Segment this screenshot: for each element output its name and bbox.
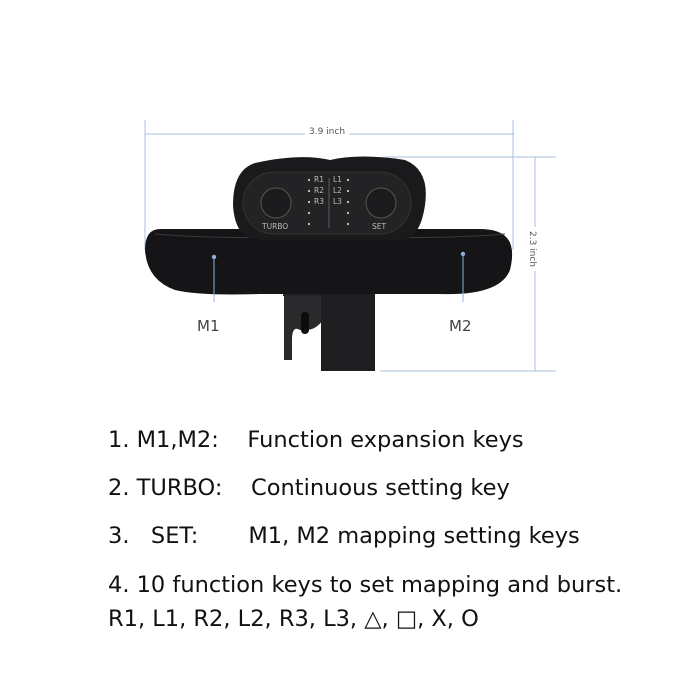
m1-label: M1	[197, 317, 220, 335]
set-label: SET	[372, 222, 386, 231]
height-dimension-label: 2.3 inch	[527, 226, 538, 272]
feature-line-1: 1. M1,M2: Function expansion keys	[108, 427, 524, 453]
feature-line-4: 4. 10 function keys to set mapping and b…	[108, 572, 623, 598]
feature-line-2: 2. TURBO: Continuous setting key	[108, 475, 510, 501]
led-label-r3: R3	[314, 197, 324, 206]
led-label-r1: R1	[314, 175, 324, 184]
led-label-l3: L3	[333, 197, 342, 206]
led-label-l2: L2	[333, 186, 342, 195]
width-dimension-label: 3.9 inch	[305, 127, 350, 137]
set-button[interactable]	[365, 187, 397, 219]
m2-marker	[460, 251, 466, 257]
led-label-r2: R2	[314, 186, 324, 195]
feature-line-5: R1, L1, R2, L2, R3, L3, △, □, X, O	[108, 606, 479, 632]
controller-back-button-attachment: TURBO SET R1 R2 R3 L1 L2 L3	[144, 120, 556, 372]
led-label-l1: L1	[333, 175, 342, 184]
led-indicators	[307, 178, 350, 226]
callout-lines	[213, 254, 464, 302]
m2-label: M2	[449, 317, 472, 335]
m1-marker	[211, 254, 217, 260]
turbo-label: TURBO	[261, 222, 288, 231]
control-pod	[233, 156, 426, 240]
turbo-button[interactable]	[260, 187, 292, 219]
feature-line-3: 3. SET: M1, M2 mapping setting keys	[108, 523, 580, 549]
paddle-wing	[145, 229, 513, 295]
